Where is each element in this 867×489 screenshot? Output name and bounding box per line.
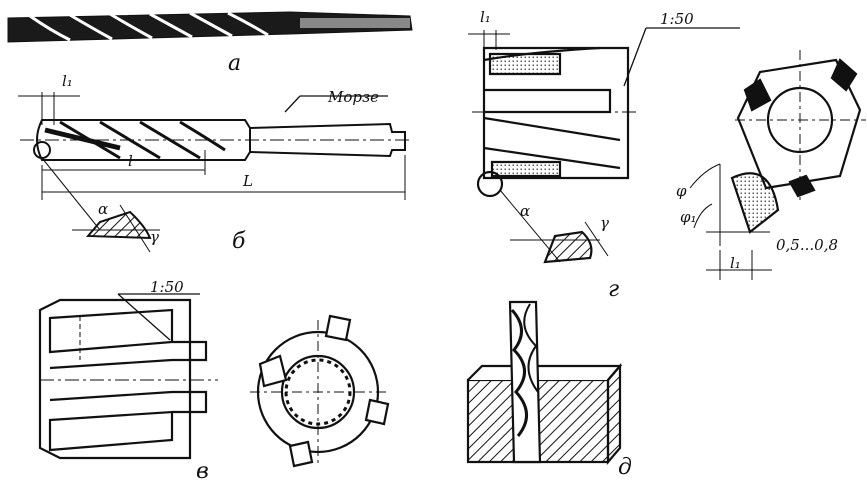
- panel-label-v: в: [196, 459, 209, 484]
- angle-phi1: φ₁: [680, 208, 697, 226]
- dim-l-b: l: [128, 152, 133, 170]
- dim-L-b: L: [242, 172, 253, 190]
- angle-gamma-g: γ: [600, 214, 609, 232]
- panel-label-g: г: [608, 277, 619, 302]
- dim-l1-b: l₁: [62, 72, 73, 90]
- panel-label-d: д: [618, 455, 632, 480]
- panel-label-a: а: [228, 51, 241, 76]
- drill-illustration-a: [7, 11, 413, 43]
- dim-l1-g2: l₁: [730, 254, 741, 272]
- taper-label-v: 1:50: [150, 278, 184, 296]
- taper-label-g: 1:50: [660, 10, 694, 28]
- drill-drawing-b: [18, 92, 410, 253]
- range-label: 0,5...0,8: [776, 236, 838, 254]
- reamer-drawing-g: [468, 27, 866, 280]
- angle-alpha-b: α: [98, 200, 108, 218]
- dim-l1-g: l₁: [480, 8, 491, 26]
- morse-label: Морзе: [327, 88, 379, 106]
- panel-label-b: б: [232, 229, 246, 254]
- angle-alpha-g: α: [520, 202, 530, 220]
- shell-reamer-drawing-v: [38, 293, 390, 468]
- reamer-in-block-d: [466, 300, 623, 465]
- angle-phi: φ: [676, 182, 687, 200]
- angle-gamma-b: γ: [150, 228, 159, 246]
